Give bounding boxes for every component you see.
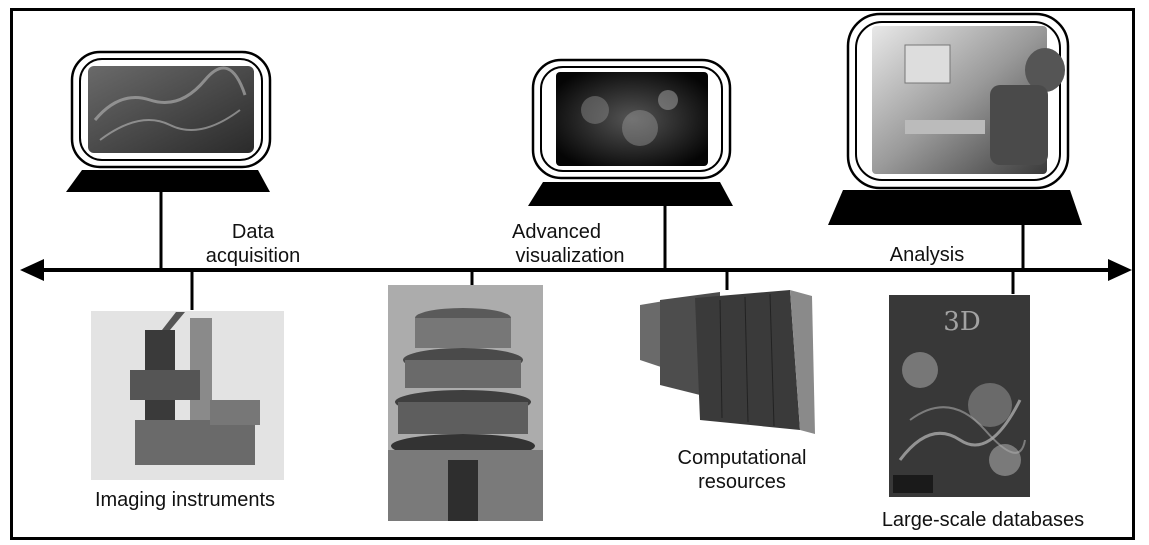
arrow-left-icon xyxy=(20,259,44,281)
label-large-scale-databases: Large-scale databases xyxy=(881,509,1085,531)
imaging-instrument-photo xyxy=(91,311,284,480)
label-analysis: Analysis xyxy=(889,244,965,266)
microscope-facility-photo xyxy=(388,285,543,521)
label-computational-line1: Computational xyxy=(677,447,807,469)
label-computational-resources: Computational resources xyxy=(652,446,832,494)
database-cover-photo: 3D xyxy=(889,295,1030,497)
label-advanced-visualization: Advanced visualization xyxy=(500,220,640,268)
label-advanced-visualization-line1: Advanced xyxy=(512,221,601,243)
label-computational-line2: resources xyxy=(698,471,786,493)
computational-resources-photo xyxy=(628,290,816,438)
label-data-acquisition-line1: Data xyxy=(231,221,275,243)
monitor-icon xyxy=(528,58,733,206)
monitor-icon xyxy=(66,50,272,192)
monitor-icon xyxy=(828,12,1082,225)
label-advanced-visualization-line2: visualization xyxy=(515,245,625,267)
label-data-acquisition: Data acquisition xyxy=(198,220,308,268)
arrow-right-icon xyxy=(1108,259,1132,281)
svg-text:3D: 3D xyxy=(943,307,980,337)
label-data-acquisition-line2: acquisition xyxy=(205,245,301,267)
label-imaging-instruments: Imaging instruments xyxy=(94,489,276,511)
